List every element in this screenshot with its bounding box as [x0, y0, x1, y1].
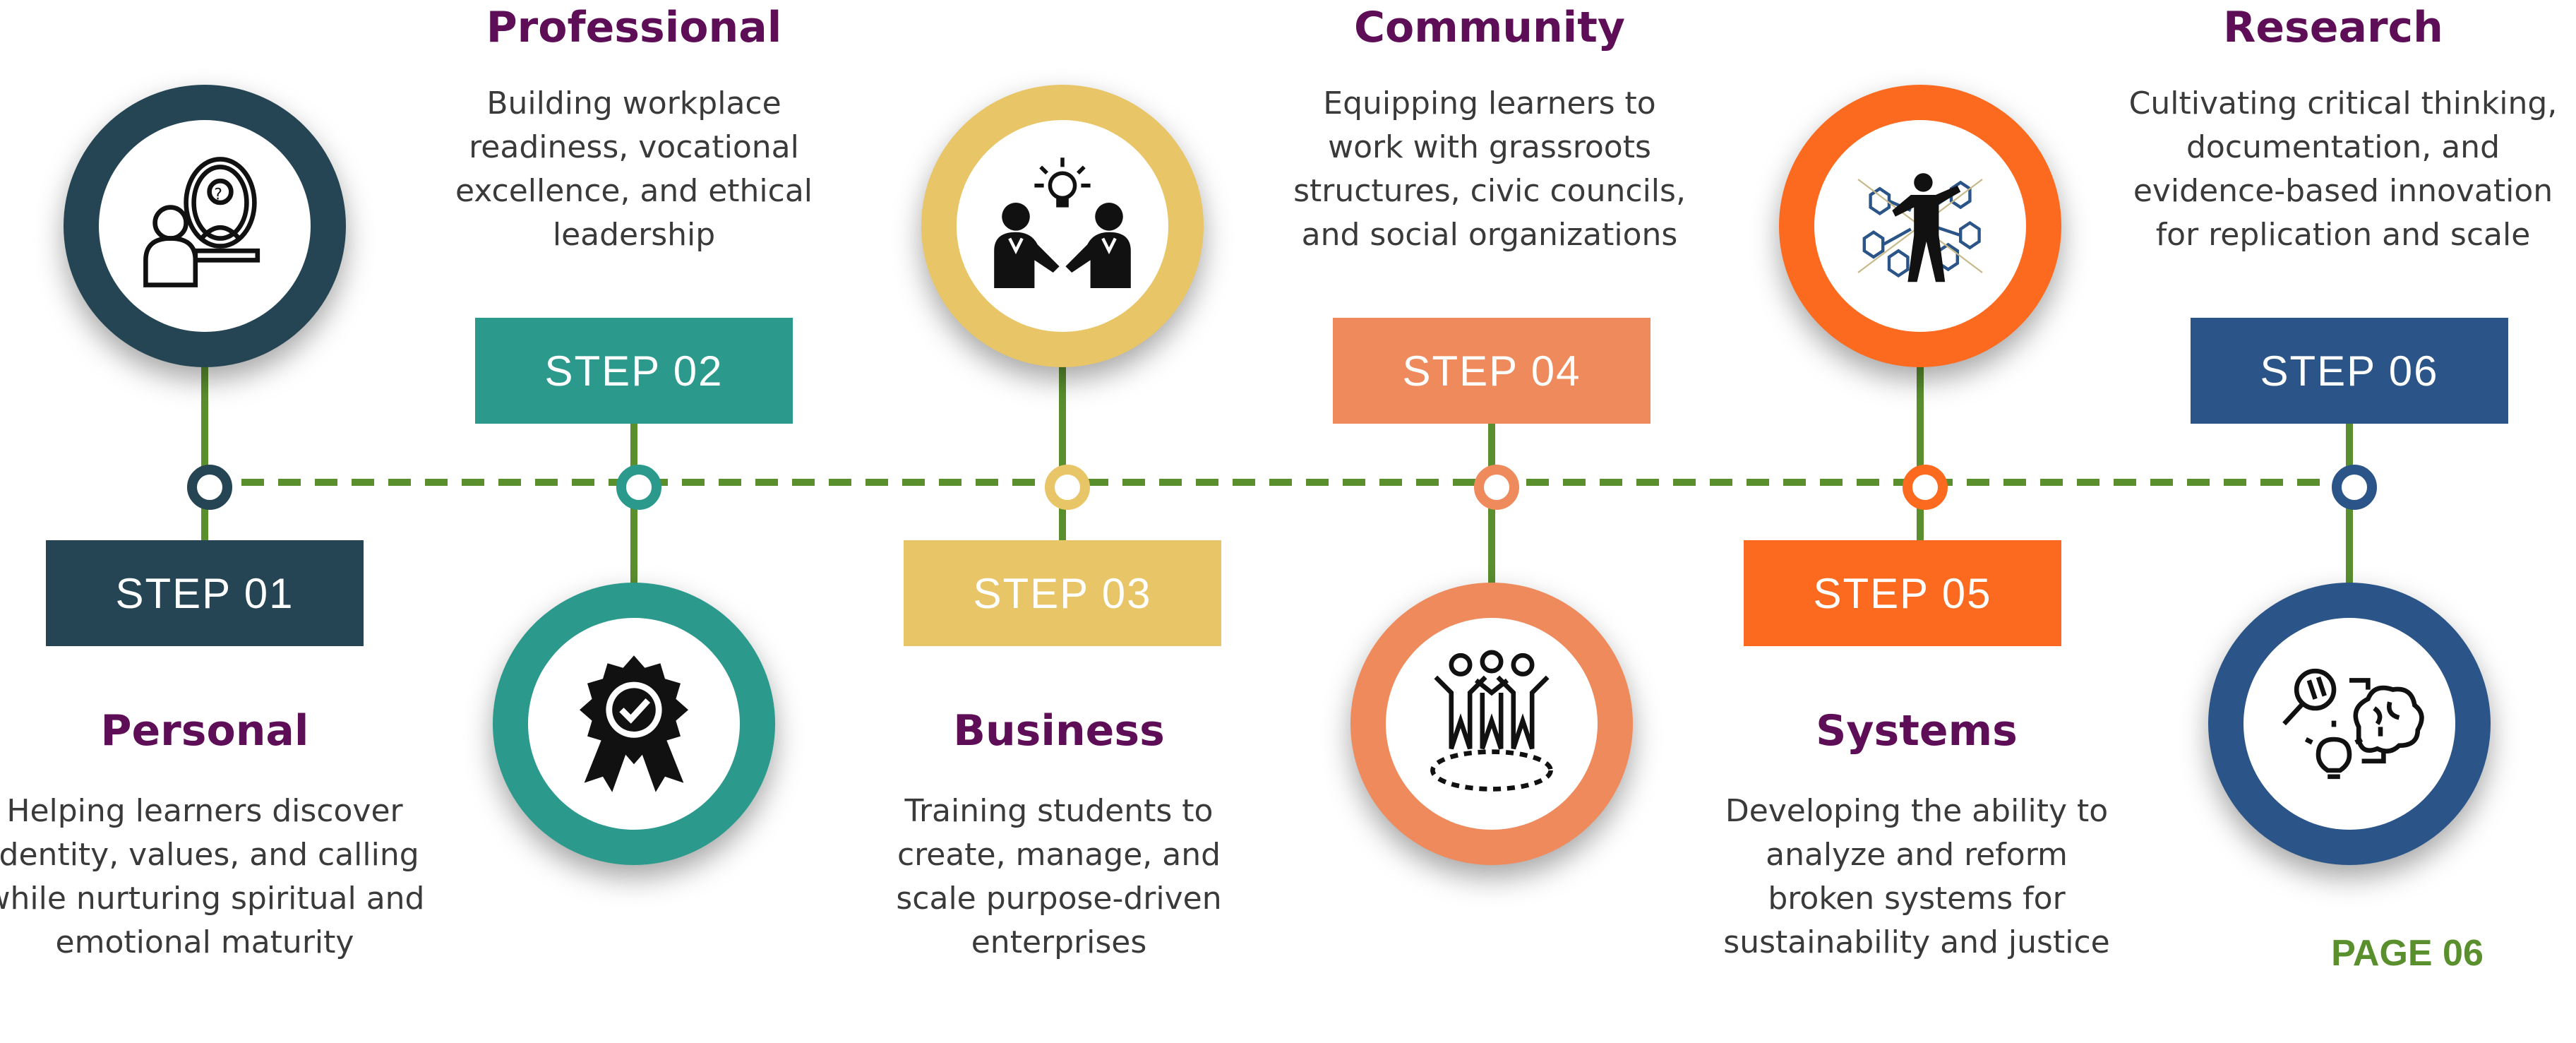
step-02-circle	[493, 583, 775, 865]
business-handshake-icon	[994, 157, 1131, 288]
step-06-box: STEP 06	[2191, 318, 2508, 424]
systems-network-icon	[1857, 173, 1983, 282]
step-05-title: Systems	[1816, 706, 2018, 756]
step-04-title: Community	[1353, 3, 1626, 52]
step-05-stem	[1917, 353, 1924, 544]
step-02-node	[616, 465, 661, 510]
self-reflection-mirror-icon: ?	[143, 157, 260, 287]
step-01-node	[187, 465, 232, 510]
step-01-stem	[201, 353, 208, 544]
step-03-box: STEP 03	[904, 540, 1221, 646]
community-people-icon	[1430, 650, 1553, 792]
step-04-label: STEP 04	[1402, 347, 1581, 395]
step-01-description: Helping learners discover identity, valu…	[0, 793, 425, 960]
step-06-circle	[2208, 583, 2491, 865]
step-04-description: Equipping learners to work with grassroo…	[1293, 85, 1686, 253]
page-number-label: PAGE 06	[2331, 933, 2484, 974]
step-06-node	[2332, 465, 2377, 510]
step-03-stem	[1059, 353, 1066, 544]
step-03-description: Training students to create, manage, and…	[896, 793, 1222, 960]
award-badge-icon	[580, 655, 688, 792]
step-05-node	[1903, 465, 1948, 510]
step-05-circle	[1779, 85, 2061, 367]
step-01-label: STEP 01	[115, 569, 294, 617]
step-03-circle	[921, 85, 1204, 367]
step-01-circle: ?	[64, 85, 346, 367]
step-05-description: Developing the ability to analyze and re…	[1723, 793, 2110, 960]
step-06-label: STEP 06	[2260, 347, 2439, 395]
step-01-title: Personal	[100, 706, 309, 756]
step-02-description: Building workplace readiness, vocational…	[455, 85, 813, 253]
step-02-label: STEP 02	[544, 347, 724, 395]
step-06-title: Research	[2223, 3, 2443, 52]
step-03-title: Business	[953, 706, 1165, 756]
step-04-circle	[1350, 583, 1633, 865]
step-04-box: STEP 04	[1333, 318, 1651, 424]
step-02-title: Professional	[486, 3, 782, 52]
svg-text:?: ?	[214, 186, 222, 204]
step-06-description: Cultivating critical thinking, documenta…	[2128, 85, 2558, 253]
step-03-label: STEP 03	[973, 569, 1152, 617]
research-brain-icon	[2282, 668, 2424, 780]
step-01-box: STEP 01	[46, 540, 364, 646]
step-02-box: STEP 02	[475, 318, 793, 424]
step-04-node	[1474, 465, 1519, 510]
step-05-box: STEP 05	[1744, 540, 2061, 646]
step-05-label: STEP 05	[1813, 569, 1992, 617]
step-03-node	[1045, 465, 1090, 510]
